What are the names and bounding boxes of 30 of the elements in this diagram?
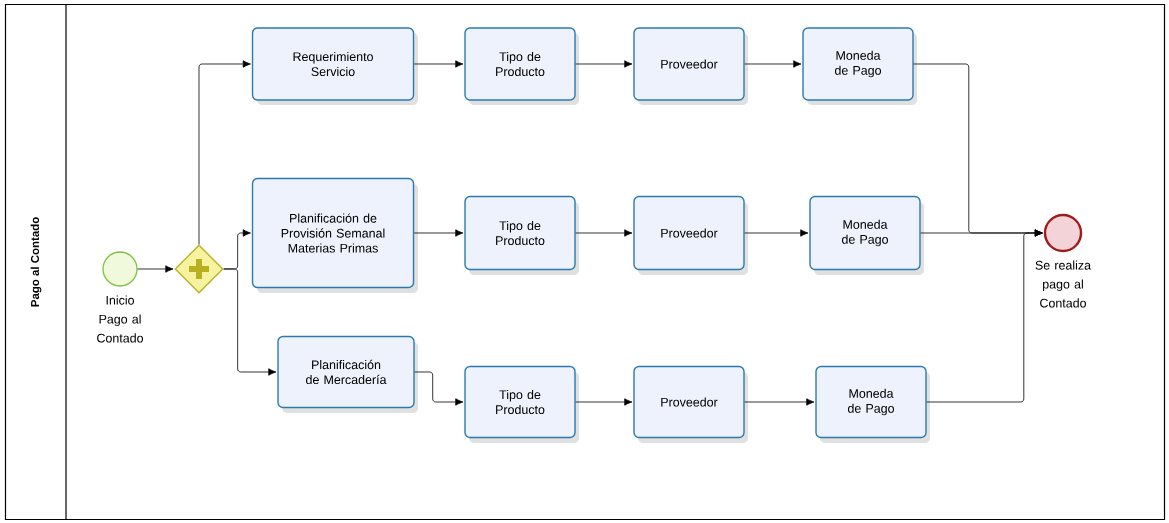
task-box: Moneda de Pago	[809, 195, 924, 275]
task-box: Tipo de Producto	[464, 27, 579, 105]
task-box: Tipo de Producto	[464, 195, 579, 275]
task-box: Planificación de Mercadería	[277, 335, 418, 413]
arrow	[575, 60, 633, 68]
task-box: Proveedor	[633, 365, 748, 443]
parallel-gateway-diamond	[174, 244, 224, 294]
task-box: Planificación de Provisión Semanal Materias Primas	[251, 177, 418, 293]
end-event-circle	[1043, 213, 1083, 253]
arrow	[413, 229, 464, 237]
arrow	[575, 229, 633, 237]
arrow	[575, 398, 633, 406]
arrow	[137, 265, 174, 273]
task-box: Moneda de Pago	[802, 27, 917, 105]
task-box: Tipo de Producto	[464, 365, 579, 443]
event-label: Se realiza pago al Contado	[1035, 260, 1091, 308]
start-event-circle	[102, 251, 138, 287]
arrow	[744, 60, 802, 68]
event-label: Inicio Pago al Contado	[97, 295, 143, 343]
task-box: Proveedor	[633, 195, 748, 275]
task-box: Requerimiento Servicio	[251, 27, 418, 105]
arrow	[414, 371, 464, 406]
arrow	[413, 60, 464, 68]
arrow	[744, 229, 809, 237]
task-box: Proveedor	[633, 27, 748, 105]
arrow	[223, 268, 277, 376]
arrow	[926, 229, 1043, 403]
arrow	[198, 60, 251, 245]
task-box: Moneda de Pago	[815, 365, 930, 443]
arrow	[744, 398, 815, 406]
